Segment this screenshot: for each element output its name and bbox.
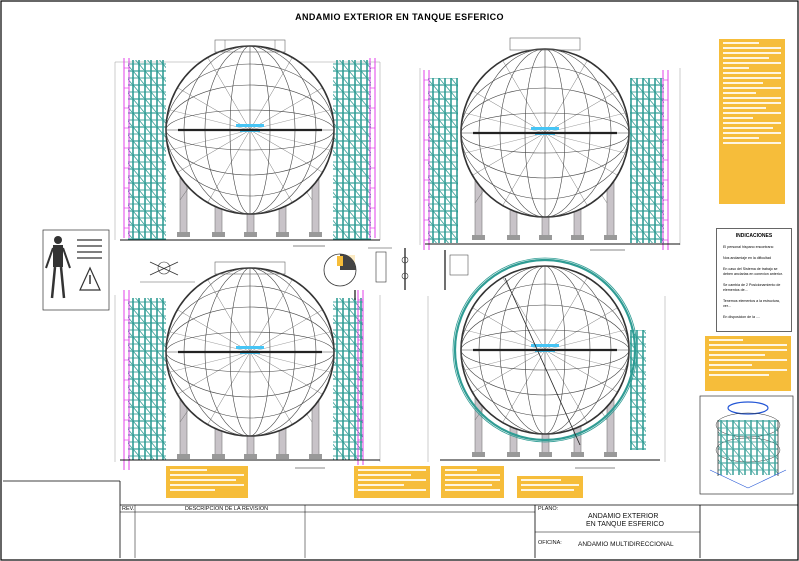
indication-item: Nos andamiaje en la dificultad	[723, 256, 771, 260]
rev-label: REV.	[122, 506, 135, 512]
drawing-title: ANDAMIO EXTERIOR EN TANQUE ESFERICO	[295, 12, 504, 22]
view-top-right	[419, 37, 681, 251]
indications-title: INDICACIONES	[735, 233, 773, 239]
view-bottom-right	[427, 257, 666, 469]
office-label: OFICINA:	[538, 540, 562, 546]
indication-item: El personal hispano encontrara:	[723, 245, 774, 249]
note-right-middle	[704, 335, 792, 392]
description-label: DESCRIPCION DE LA REVISION	[185, 506, 269, 512]
note-bottom-1	[165, 465, 249, 499]
office-value: ANDAMIO MULTIDIRECCIONAL	[578, 541, 674, 548]
plan-label: PLANO:	[538, 506, 559, 512]
indication-item: Tenemos elementos a la estructura, ver..…	[723, 299, 780, 308]
view-top-left	[114, 39, 381, 247]
note-bottom-2	[353, 465, 431, 499]
note-top-right	[718, 38, 786, 205]
safety-panel	[42, 229, 110, 311]
note-bottom-3	[440, 465, 505, 499]
isometric-view	[699, 395, 794, 495]
plan-line-1: ANDAMIO EXTERIOR	[588, 513, 659, 520]
indications-panel: INDICACIONES El personal hispano encontr…	[716, 228, 792, 332]
note-bottom-4	[516, 475, 584, 499]
indication-item: Se cambia de 2 Posicionamiento de elemen…	[723, 283, 781, 292]
indication-item: En disposicion de la ....	[723, 315, 760, 319]
plan-line-2: EN TANQUE ESFERICO	[586, 521, 664, 528]
indication-item: En caso del Sistema de trabajo se deben …	[723, 267, 783, 276]
view-bottom-left	[114, 261, 381, 471]
detail-center	[140, 247, 469, 300]
title-block	[3, 480, 798, 558]
